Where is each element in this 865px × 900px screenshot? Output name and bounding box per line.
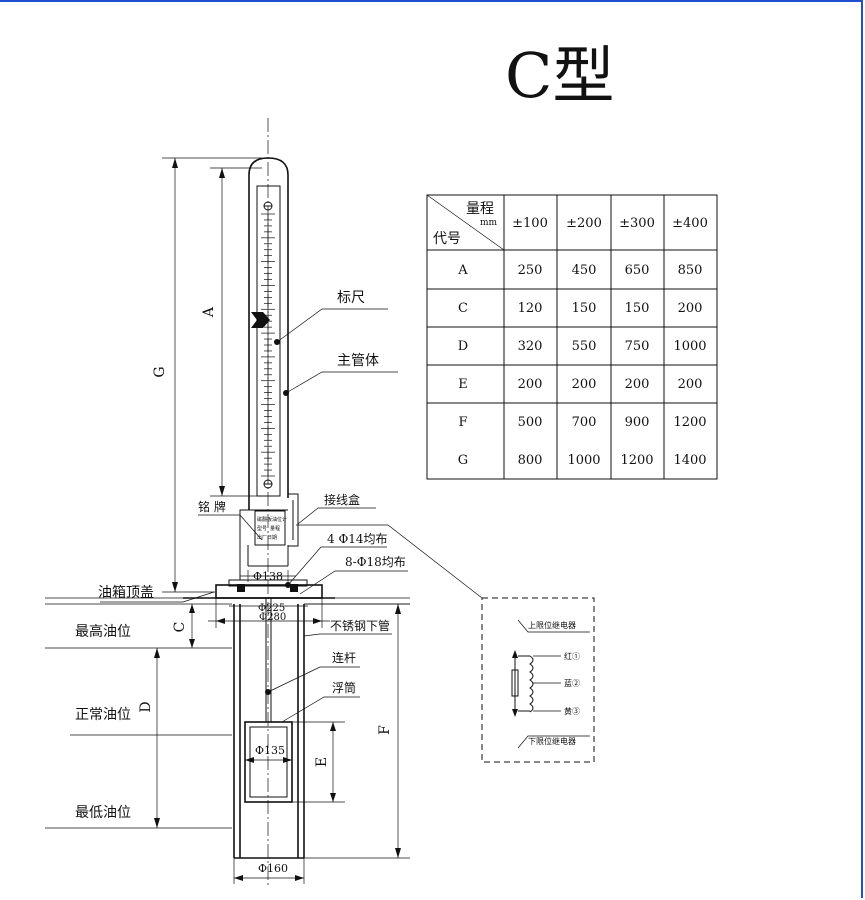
table-cell: 200 [678,377,703,392]
table-row-code: A [457,263,468,278]
junction-box [288,493,299,547]
table-cell: 650 [625,263,650,278]
label-bolt-holes-8: 8-Φ18均布 [345,555,406,569]
relay-lower-label: 下限位继电器 [528,736,576,746]
table-cell: 250 [518,263,543,278]
table-cell: 320 [518,339,543,354]
dim-G: G [152,366,168,377]
label-junction-box: 接线盒 [324,492,360,507]
main-tube [248,118,289,888]
table-cell: 900 [625,415,650,430]
label-main-tube: 主管体 [337,353,379,369]
dim-A: A [201,306,217,318]
table-row-code: F [458,415,467,430]
table-cell: 1200 [673,415,706,430]
relay-blue-wire: 蓝② [564,678,580,688]
label-tank-top: 油箱顶盖 [98,585,154,601]
nameplate-line-1: 磁翻板油位计 [257,516,287,523]
nameplate: 磁翻板油位计 型号 量程 出厂日期 [239,509,289,580]
stainless-lower-pipe [233,604,305,859]
table-corner-bottom: 代号 [433,231,461,247]
level-indicator-arrow [251,312,270,328]
dim-d280: Φ280 [259,612,286,623]
table-cell: 150 [572,301,597,316]
ruler-scale [261,213,275,477]
table-row-code: D [458,339,468,354]
label-ruler: 标尺 [337,290,365,306]
table-cell: 750 [625,339,650,354]
table-corner-top: 量程 [466,201,494,217]
table-cell: 1000 [567,453,600,468]
table-cell: 1200 [620,453,653,468]
table-cell: 800 [518,453,543,468]
float [244,721,293,803]
label-bolt-holes-4: 4 Φ14均布 [327,532,388,546]
drawing-title: C型 [505,39,614,112]
table-cell: 700 [572,415,597,430]
table-corner-unit: mm [480,218,498,228]
table-row-code: C [458,301,468,316]
label-max-oil: 最高油位 [75,623,131,640]
dim-d138: Φ138 [253,570,283,583]
dim-E: E [314,757,330,767]
dim-d160: Φ160 [258,862,288,875]
dim-C: C [172,622,188,633]
mounting-flange [183,579,335,599]
label-float: 浮筒 [332,680,356,695]
dim-d225: Φ225 [258,603,285,614]
table-cell: 500 [518,415,543,430]
table-row-code: G [458,453,468,468]
table-cell: 850 [678,263,703,278]
table-cell: 200 [625,377,650,392]
table-cell: 150 [625,301,650,316]
relay-yellow-wire: 黄③ [564,706,580,716]
table-cell: 550 [572,339,597,354]
label-stainless-pipe: 不锈钢下管 [330,618,390,633]
nameplate-line-4: 出厂日期 [257,534,277,541]
table-header-cell: ±400 [672,216,708,231]
table-cell: 120 [518,301,543,316]
dim-D: D [138,701,154,712]
table-row-code: E [458,377,468,392]
label-min-oil: 最低油位 [75,805,131,821]
dim-d135: Φ135 [255,744,285,757]
table-header-cell: ±100 [512,216,548,231]
label-normal-oil: 正常油位 [75,707,131,723]
table-cell: 200 [572,377,597,392]
spec-table [426,194,718,480]
table-cell: 200 [678,301,703,316]
leader-lines [100,308,483,723]
table-cell: 1400 [673,453,706,468]
relay-upper-label: 上限位继电器 [528,620,576,630]
relay-red-wire: 红① [564,651,580,661]
table-header-cell: ±200 [566,216,602,231]
oil-level-lines [45,647,232,829]
label-nameplate: 铭 牌 [198,499,226,514]
nameplate-line-3: 量程 [270,525,280,532]
nameplate-line-2: 型号 [257,525,267,532]
table-cell: 450 [572,263,597,278]
dimension-lines [154,157,410,884]
relay-detail-box [481,597,595,763]
table-cell: 1000 [673,339,706,354]
label-connecting-rod: 连杆 [332,650,356,665]
connecting-rod [265,598,272,722]
ruler-end-markers [263,201,273,489]
table-header-cell: ±300 [619,216,655,231]
dim-F: F [377,725,393,735]
table-cell: 200 [518,377,543,392]
